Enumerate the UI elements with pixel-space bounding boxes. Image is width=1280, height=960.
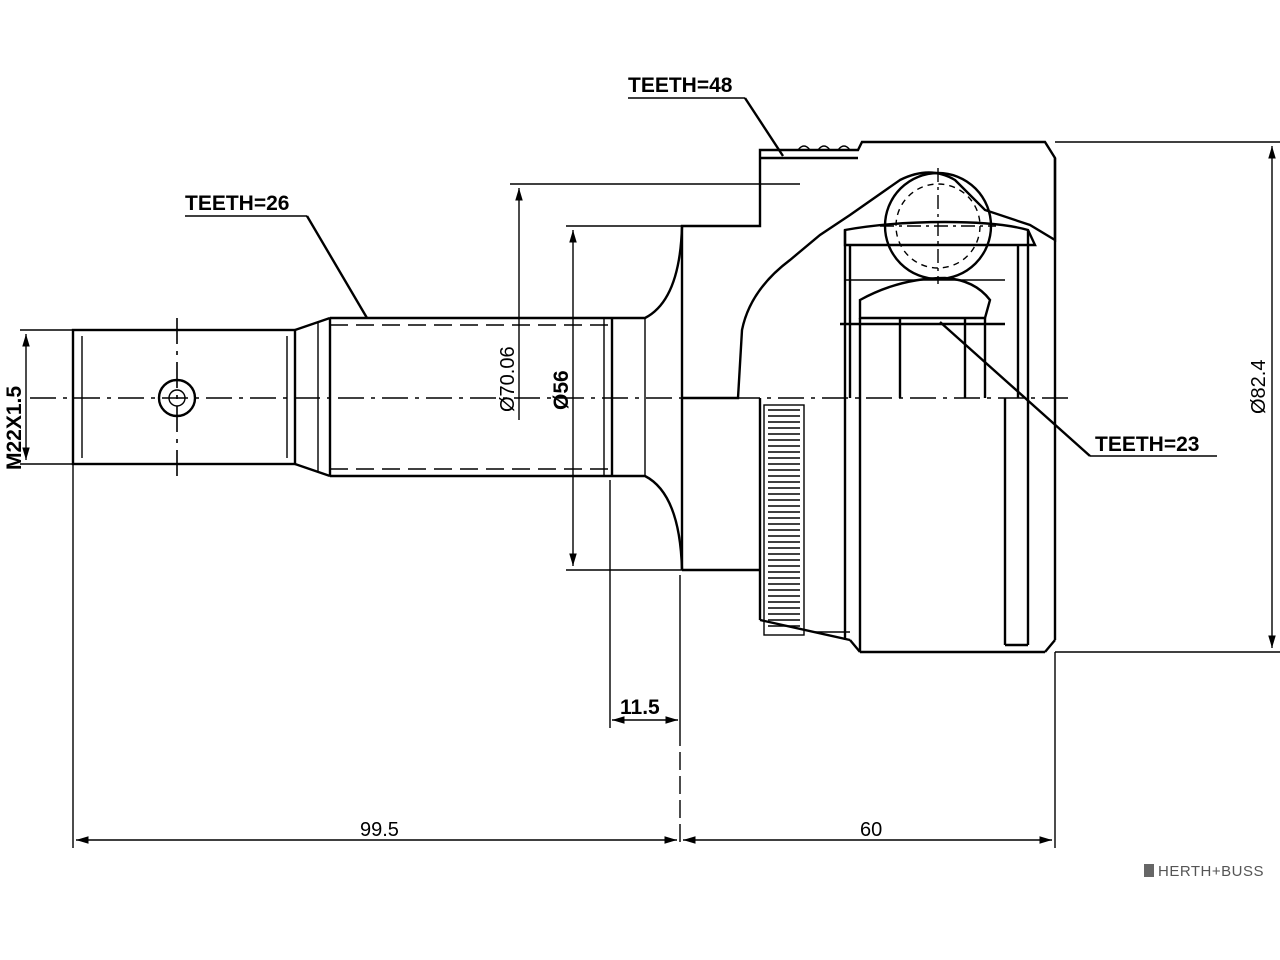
leader-teeth-26 <box>185 215 369 319</box>
outer-bell-body <box>680 158 1057 654</box>
dim-stub-length-text: 99.5 <box>360 819 399 841</box>
dim-lengths: 99.5 60 <box>72 464 1056 848</box>
brand-logo: HERTH+BUSS <box>1144 863 1264 880</box>
ball <box>880 168 996 284</box>
dim-shoulder-width: 11.5 <box>609 480 681 728</box>
threaded-stub <box>71 316 331 480</box>
svg-text:Ø82.4: Ø82.4 <box>1248 360 1270 414</box>
label-teeth-48: TEETH=48 <box>628 74 733 97</box>
leader-teeth-23 <box>939 321 1217 457</box>
dim-seat-diameter: Ø56 <box>550 225 682 571</box>
outer-teeth-mark <box>760 145 858 185</box>
inner-race-section <box>858 276 992 320</box>
dim-bell-length-text: 60 <box>860 819 882 841</box>
svg-text:HERTH+BUSS: HERTH+BUSS <box>1158 863 1264 880</box>
svg-text:M22X1.5: M22X1.5 <box>3 386 26 470</box>
inner-race <box>840 220 1037 398</box>
svg-text:Ø56: Ø56 <box>550 370 573 410</box>
splined-shaft <box>328 316 614 478</box>
label-teeth-23: TEETH=23 <box>1095 433 1199 456</box>
label-teeth-26: TEETH=26 <box>185 192 289 215</box>
leader-teeth-48 <box>628 97 785 157</box>
abs-tone-ring <box>763 404 805 636</box>
dim-outer-diameter: Ø82.4 <box>1055 141 1280 653</box>
dim-spline-diameter: Ø70.06 <box>497 183 760 420</box>
outer-bell-section <box>680 140 1057 400</box>
svg-text:11.5: 11.5 <box>620 696 660 719</box>
dim-thread: M22X1.5 <box>3 329 73 470</box>
svg-text:Ø70.06: Ø70.06 <box>497 346 519 412</box>
